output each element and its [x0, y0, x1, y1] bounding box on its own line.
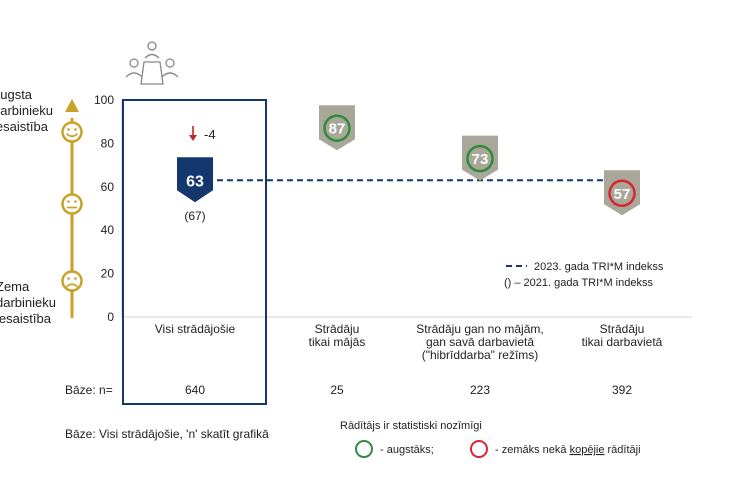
engagement-high-label: augsta [0, 87, 33, 102]
engagement-low-label: darbinieku [0, 295, 56, 310]
significance-legend-title: Rādītājs ir statistiski nozīmīgi [340, 420, 482, 432]
smile-face-icon [61, 121, 83, 143]
sad-face-icon [61, 270, 83, 292]
smile-face-icon-eye-right [74, 128, 77, 131]
marker-1: 87 [319, 105, 355, 151]
meeting-person-head-right [165, 58, 175, 68]
marker-0: 63 [177, 157, 213, 203]
category-label: Strādāju [600, 322, 645, 336]
smile-face-icon-mouth [66, 133, 78, 138]
y-tick-label: 100 [94, 93, 114, 107]
significance-ring [323, 114, 351, 142]
smile-face-icon-eye-left [67, 128, 70, 131]
engagement-low-label: iesaistība [0, 311, 52, 326]
category-label: tikai darbavietā [582, 335, 663, 349]
category-label: Strādāju gan no mājām, [416, 322, 543, 336]
meeting-person-body-top [144, 53, 160, 59]
legend-higher-label: - augstāks; [380, 444, 434, 456]
legend-lower-label: - zemāks nekā kopējie rādītāji [495, 444, 641, 456]
base-value: 25 [330, 383, 344, 397]
y-tick-label: 80 [101, 136, 115, 150]
y-tick-label: 0 [107, 310, 114, 324]
legend-red-circle-icon [470, 440, 488, 458]
meeting-person-head-left [129, 58, 139, 68]
category-label: Visi strādājošie [155, 322, 236, 336]
marker-shape-total [177, 157, 213, 203]
engagement-high-label: iesaistība [0, 119, 49, 134]
meeting-person-head-top [147, 41, 157, 51]
base-value: 640 [185, 383, 205, 397]
legend-lower-suffix: rādītāji [604, 444, 640, 456]
base-value: 223 [470, 383, 490, 397]
marker-3: 57 [604, 170, 640, 216]
legend-lower-prefix: - zemāks nekā [495, 444, 570, 456]
neutral-face-icon-eye-left [67, 200, 70, 203]
change-down-arrow-icon [189, 135, 197, 141]
smile-face-icon-outline [61, 121, 83, 143]
category-label: ("hibrīddarba" režīms) [422, 348, 539, 362]
engagement-low-label: Zema [0, 279, 30, 294]
footnote: Bāze: Visi strādājošie, 'n' skatīt grafi… [65, 427, 269, 441]
y-tick-label: 20 [101, 267, 115, 281]
neutral-face-icon [61, 193, 83, 215]
sad-face-icon-outline [61, 270, 83, 292]
value-label: 87 [329, 121, 346, 138]
base-label: Bāze: n= [65, 383, 113, 397]
category-label: gan savā darbavietā [426, 335, 534, 349]
legend-paren-label: () – 2021. gada TRI*M indekss [504, 277, 653, 289]
sad-face-icon-mouth [66, 283, 78, 288]
y-tick-label: 40 [101, 223, 115, 237]
category-label: tikai mājās [309, 335, 366, 349]
marker-2: 73 [462, 135, 498, 181]
y-tick-label: 60 [101, 180, 115, 194]
legend-line-label: 2023. gada TRI*M indekss [534, 261, 664, 273]
legend-green-circle-icon [355, 440, 373, 458]
change-text: -4 [204, 127, 216, 142]
meeting-person-body-left [125, 72, 143, 78]
neutral-face-icon-outline [61, 193, 83, 215]
engagement-high-label: darbinieku [0, 103, 53, 118]
significance-ring [608, 179, 636, 208]
legend-lower-underlined: kopējie [570, 444, 605, 456]
category-label: Strādāju [315, 322, 360, 336]
base-value: 392 [612, 383, 632, 397]
prev-year-value: (67) [184, 209, 205, 223]
meeting-table [140, 61, 164, 85]
value-label: 73 [472, 151, 489, 168]
value-label: 57 [614, 186, 631, 203]
sad-face-icon-eye-left [67, 277, 70, 280]
meeting-people-icon [125, 41, 179, 85]
meeting-person-body-right [161, 72, 179, 78]
highlight-box-total [122, 99, 267, 405]
neutral-face-icon-eye-right [74, 200, 77, 203]
value-label-total: 63 [186, 173, 204, 190]
significance-ring [466, 144, 494, 173]
engagement-up-arrow [65, 99, 79, 112]
sad-face-icon-eye-right [74, 277, 77, 280]
